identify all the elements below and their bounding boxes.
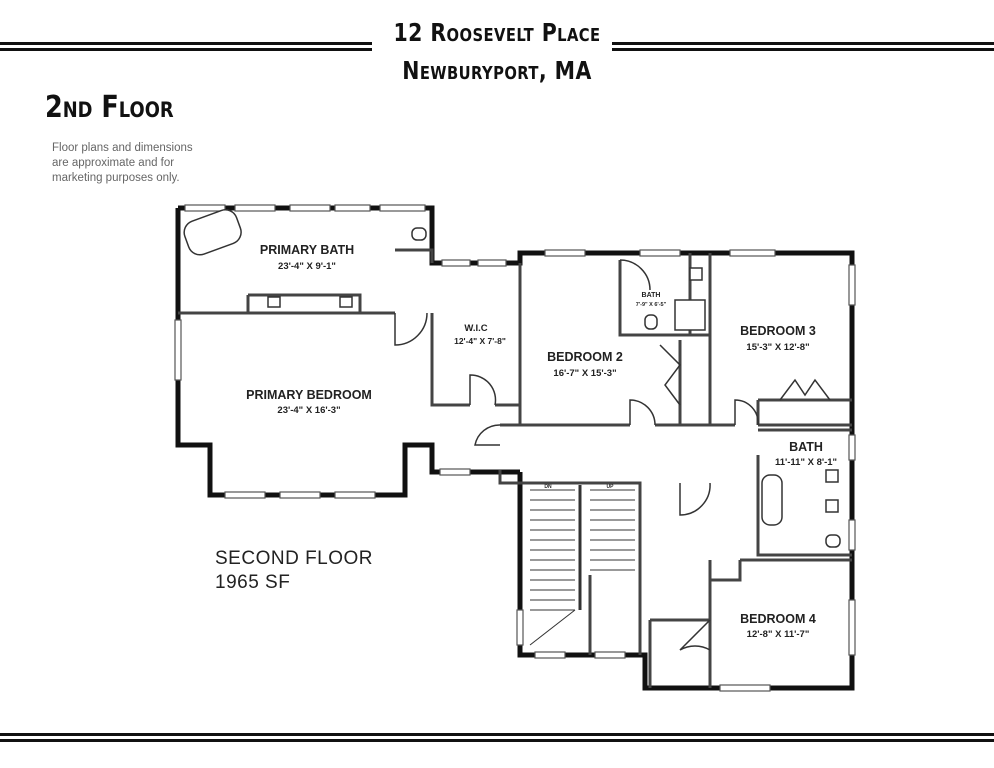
toilet-icon [825, 534, 841, 548]
sink-icon [825, 499, 839, 513]
stairs-down-label: DN [544, 484, 552, 490]
room-name: BEDROOM 3 [740, 324, 816, 338]
header-rule-right [612, 42, 994, 51]
footer-rule [0, 733, 994, 742]
bathtub-icon [761, 474, 783, 526]
room-dims: 12'-8" X 11'-7" [747, 629, 810, 640]
room-name: PRIMARY BEDROOM [246, 388, 372, 402]
room-dims: 23'-4" X 9'-1" [278, 261, 336, 272]
shower-icon [674, 299, 706, 331]
room-name: BATH [642, 292, 661, 299]
floor-area: 1965 SF [215, 572, 291, 593]
room-dims: 7'-9" X 6'-5" [636, 302, 667, 308]
disclaimer-line: marketing purposes only. [52, 172, 180, 184]
room-dims: 16'-7" X 15'-3" [553, 368, 616, 379]
sink-icon [339, 296, 353, 308]
room-dims: 15'-3" X 12'-8" [746, 342, 809, 353]
bathtub-icon [183, 209, 242, 256]
room-name: BEDROOM 2 [547, 350, 623, 364]
room-name: W.I.C [464, 323, 487, 334]
windows [174, 204, 856, 692]
floor-title: 2nd Floor [45, 90, 174, 125]
sink-icon [267, 296, 281, 308]
toilet-icon [411, 227, 427, 241]
property-city: Newburyport, MA [402, 56, 592, 85]
room-name: BATH [789, 440, 823, 454]
doors [394, 259, 831, 651]
property-address: 12 Roosevelt Place [393, 18, 601, 47]
room-name: BEDROOM 4 [740, 612, 816, 626]
disclaimer-line: Floor plans and dimensions [52, 142, 193, 154]
disclaimer: Floor plans and dimensions are approxima… [52, 141, 222, 186]
floor-name: SECOND FLOOR [215, 548, 374, 569]
room-dims: 23'-4" X 16'-3" [277, 405, 340, 416]
floor-summary: SECOND FLOOR 1965 SF [215, 547, 373, 595]
stairs-up-label: UP [607, 484, 615, 490]
header-rule-left [0, 42, 372, 51]
room-dims: 11'-11" X 8'-1" [775, 457, 837, 468]
room-name: PRIMARY BATH [260, 243, 354, 257]
fixtures [183, 209, 841, 548]
sink-icon [825, 469, 839, 483]
sink-icon [689, 267, 703, 281]
disclaimer-line: are approximate and for [52, 157, 175, 169]
room-dims: 12'-4" X 7'-8" [454, 336, 506, 346]
toilet-icon [644, 314, 658, 330]
stairs [529, 485, 635, 646]
